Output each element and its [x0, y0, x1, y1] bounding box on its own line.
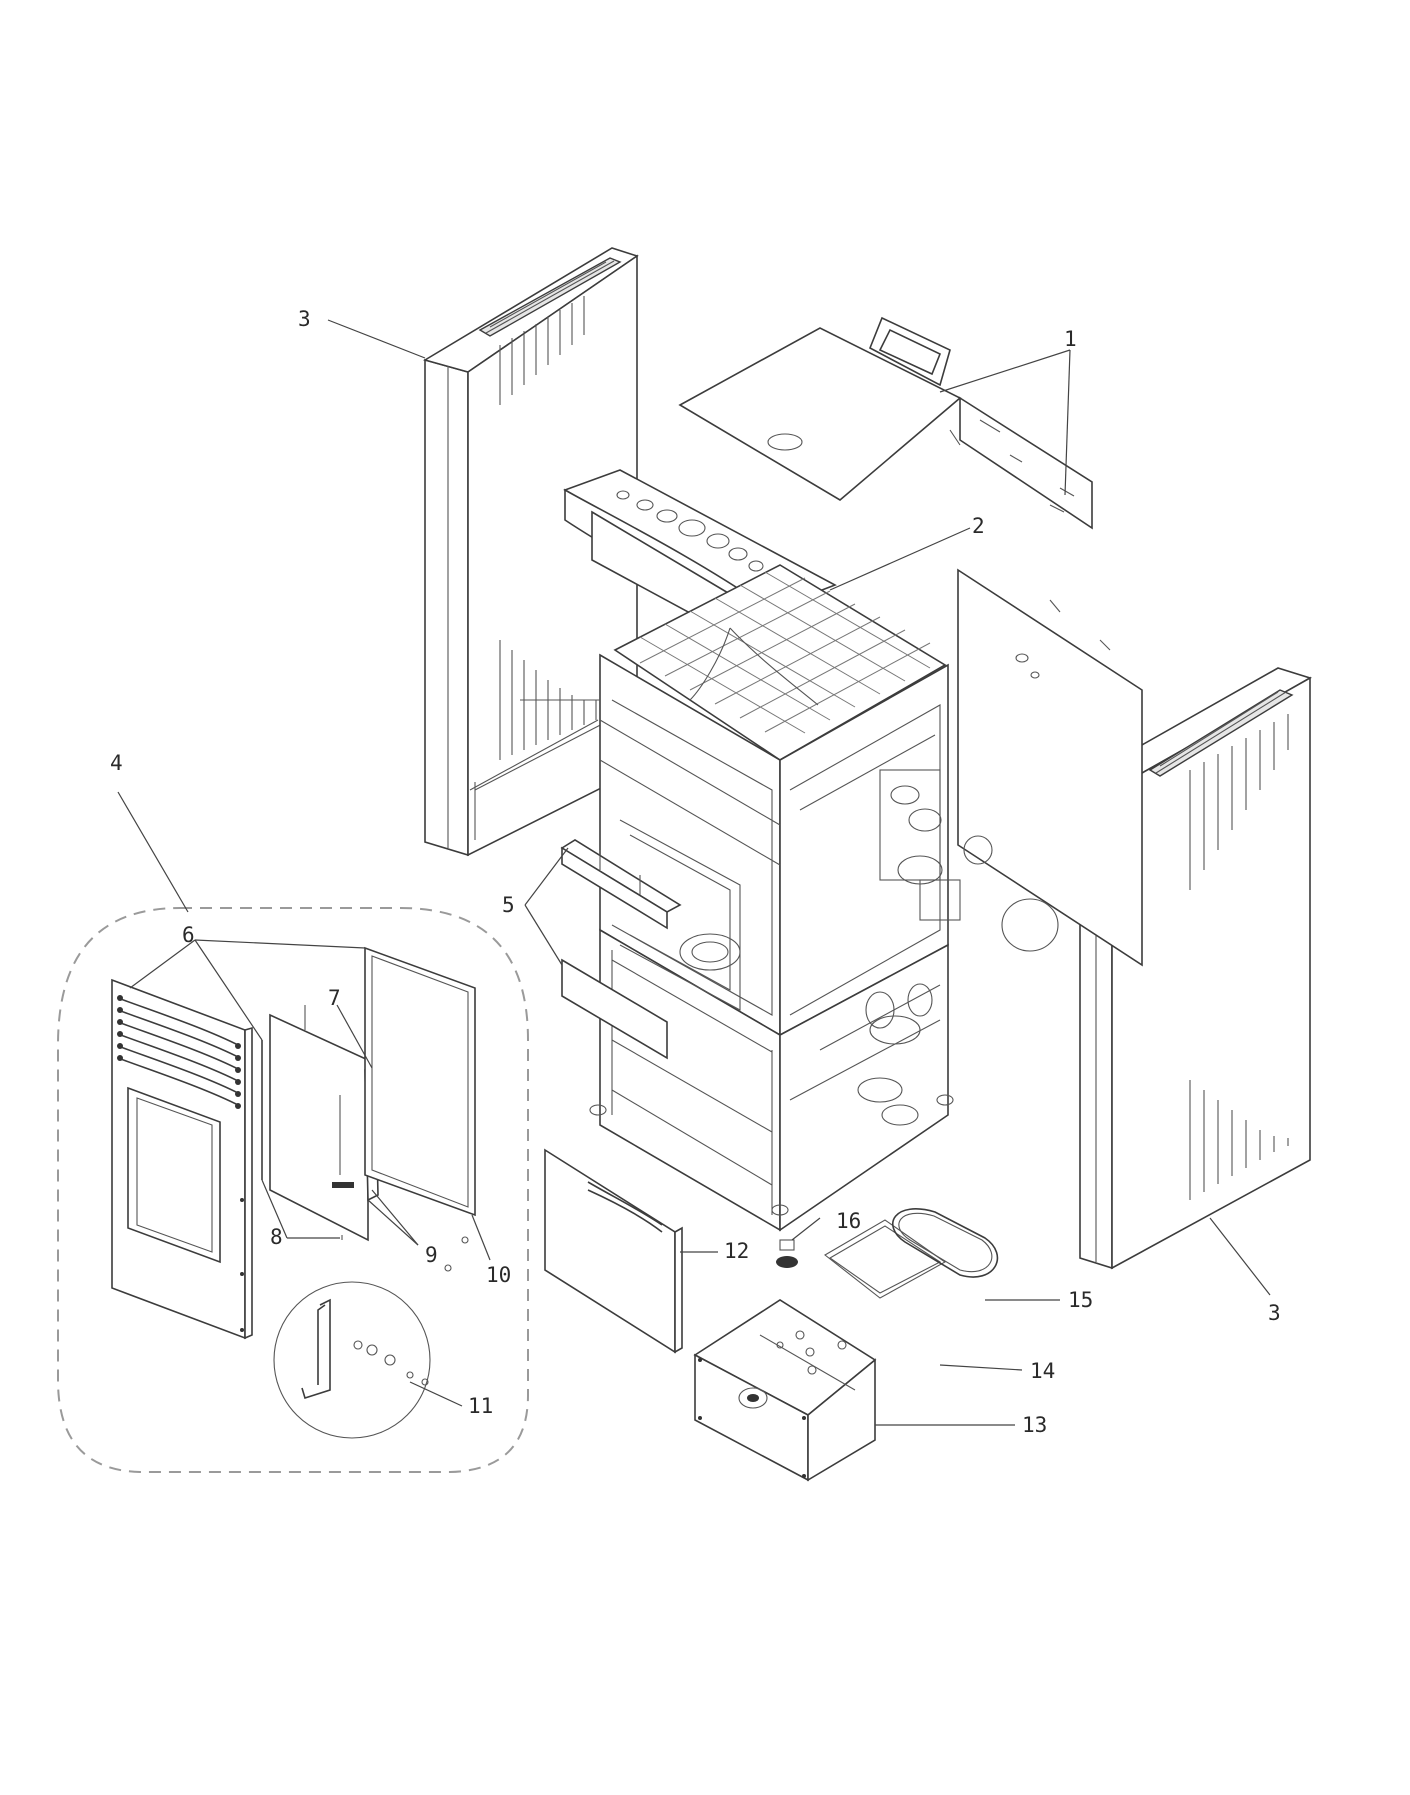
stove-body-frame	[469, 564, 954, 1232]
callout-16: 16	[836, 1209, 861, 1233]
leader-lines	[117, 319, 1271, 1426]
callout-11: 11	[468, 1394, 493, 1418]
callout-9: 9	[425, 1243, 438, 1267]
callout-2: 2	[972, 514, 985, 538]
internal-brackets	[560, 839, 682, 1060]
callout-6: 6	[182, 923, 195, 947]
callout-13: 13	[1022, 1413, 1047, 1437]
callout-8: 8	[270, 1225, 283, 1249]
callout-1: 1	[1064, 327, 1077, 351]
callout-10: 10	[486, 1263, 511, 1287]
callout-3-right: 3	[1268, 1301, 1281, 1325]
left-side-panel	[422, 247, 639, 857]
callout-4: 4	[110, 751, 123, 775]
callout-labels: 1 2 3 3 4 5 6 7 8 9 10 11 12 13 14 15 16	[110, 307, 1281, 1437]
door-assembly-boundary	[57, 907, 529, 1473]
callout-7: 7	[328, 986, 341, 1010]
oval-seal	[892, 1208, 999, 1278]
hinge-detail	[273, 1281, 431, 1439]
callout-15: 15	[1068, 1288, 1093, 1312]
ash-drawer-box	[693, 1299, 877, 1482]
back-panel	[879, 568, 1143, 967]
glass-seal-frame	[364, 946, 476, 1217]
ash-drawer-front	[544, 1148, 683, 1354]
callout-14: 14	[1030, 1359, 1055, 1383]
adjustable-foot	[776, 1239, 798, 1268]
door-screws	[444, 1236, 469, 1272]
front-door-frame	[111, 978, 253, 1340]
drawer-gasket	[824, 1219, 947, 1299]
top-lid-assembly	[678, 316, 1093, 530]
callout-5: 5	[502, 893, 515, 917]
callout-12: 12	[724, 1239, 749, 1263]
callout-3-left: 3	[298, 307, 311, 331]
door-glass	[269, 1005, 379, 1242]
